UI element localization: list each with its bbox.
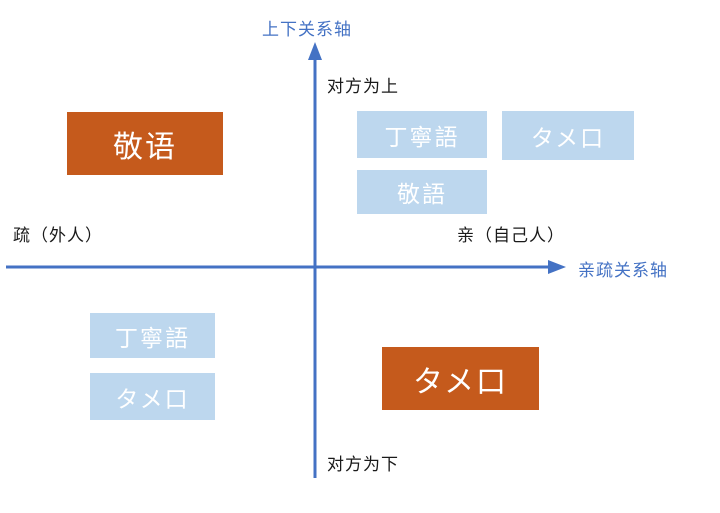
vertical-axis-label: 上下关系轴 [262,20,352,40]
axis-end-label-bottom: 对方为下 [327,455,399,475]
quadrant-4-box-tameguchi: タメ口 [382,347,539,410]
horizontal-axis-label: 亲疏关系轴 [578,261,668,281]
horizontal-axis-arrowhead [548,260,566,274]
quadrant-2-box-keigo: 敬语 [67,112,223,175]
axis-end-label-left: 疏（外人） [13,226,103,246]
quadrant-3-box-tameguchi: タメ口 [90,373,215,420]
quadrant-1-box-teineigo: 丁寧語 [357,111,487,158]
axis-end-label-top: 对方为上 [327,77,399,97]
quadrant-1-box-tameguchi: タメ口 [502,111,634,160]
quadrant-3-box-teineigo: 丁寧語 [90,313,215,358]
quadrant-1-box-keigo: 敬語 [357,170,487,214]
vertical-axis-arrowhead [308,42,322,60]
axis-end-label-right: 亲（自己人） [457,226,565,246]
